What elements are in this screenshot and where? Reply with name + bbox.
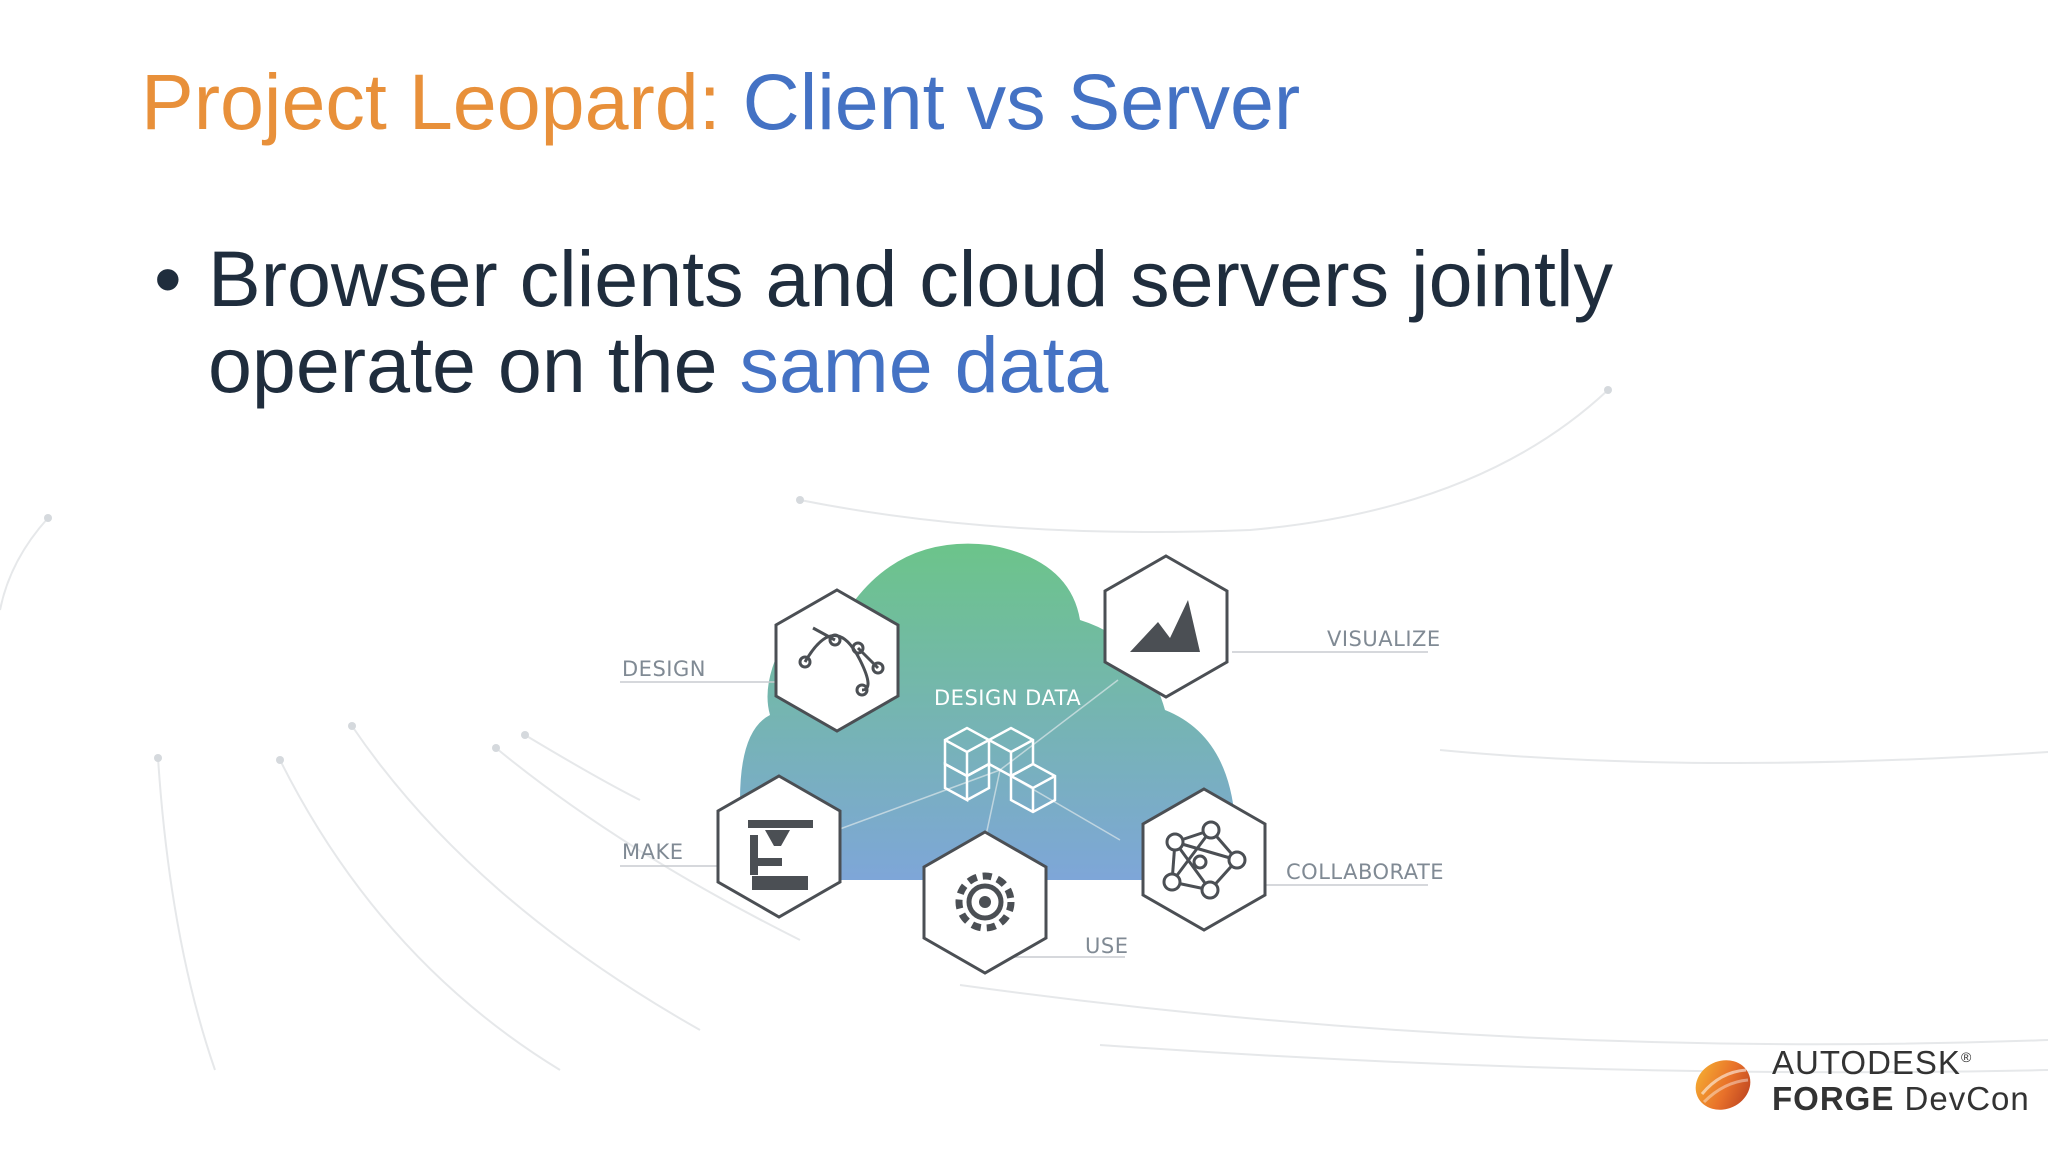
- title-prefix: Project Leopard:: [141, 57, 721, 146]
- autodesk-forge-devcon-logo: AUTODESK® FORGE DevCon: [1690, 1044, 2029, 1124]
- bullet-point: • Browser clients and cloud servers join…: [154, 234, 1614, 408]
- bezier-curve-icon: [798, 626, 885, 697]
- forge-flame-icon: [1695, 1060, 1751, 1110]
- use-label: USE: [1085, 934, 1128, 958]
- gear-icon: [955, 872, 1015, 932]
- bullet-marker: •: [154, 234, 182, 323]
- title-suffix: Client vs Server: [742, 57, 1301, 146]
- mountain-chart-icon: [1130, 600, 1200, 652]
- bullet-highlight: same data: [739, 320, 1109, 409]
- center-label: DESIGN DATA: [934, 686, 1081, 710]
- make-node: [716, 774, 842, 919]
- logo-forge-devcon: FORGE DevCon: [1772, 1080, 2030, 1117]
- visualize-node: [1103, 554, 1229, 699]
- network-icon: [1162, 820, 1247, 900]
- bullet-line-2-start: operate on the: [208, 320, 718, 409]
- design-node: [774, 588, 900, 733]
- bullet-line-1: Browser clients and cloud servers jointl…: [208, 234, 1614, 323]
- collaborate-label: COLLABORATE: [1286, 860, 1444, 884]
- make-label: MAKE: [622, 840, 684, 864]
- bullet-line-2: operate on the same data: [208, 322, 1613, 408]
- logo-autodesk: AUTODESK®: [1772, 1044, 1973, 1081]
- design-label: DESIGN: [622, 657, 706, 681]
- slide-title: Project Leopard: Client vs Server: [141, 56, 1300, 148]
- 3d-printer-icon: [748, 820, 813, 890]
- visualize-label: VISUALIZE: [1327, 627, 1441, 651]
- design-data-blocks-icon: [943, 726, 1057, 814]
